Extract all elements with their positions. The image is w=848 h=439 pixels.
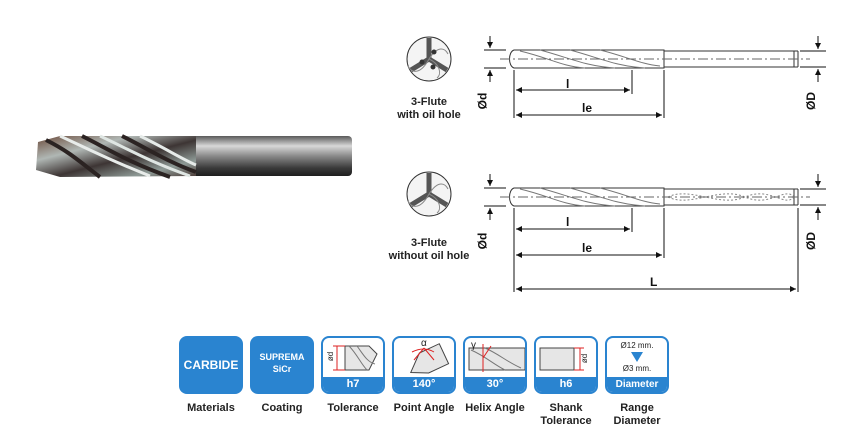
tolerance-icon: [333, 345, 378, 371]
drawing-with-oil-hole: [406, 36, 826, 118]
icon-label: ød: [326, 351, 336, 362]
range-max: Ø12 mm.: [620, 341, 654, 350]
spec-value: h7: [323, 377, 383, 392]
icon-label: γ: [471, 340, 476, 351]
drill-tip-icon: [631, 352, 643, 362]
dim-D: ØD: [804, 92, 818, 110]
dim-l: l: [566, 77, 570, 91]
spec-caption: Helix Angle: [465, 402, 525, 414]
spec-caption-line-1: Range: [620, 402, 654, 414]
icon-label: ød: [580, 353, 590, 364]
spec-caption: Shank Tolerance: [526, 402, 606, 428]
caption-line-1: 3-Flute: [410, 96, 448, 108]
caption-line-2: with oil hole: [397, 109, 461, 121]
spec-caption-line-1: Shank: [549, 402, 583, 414]
caption-without-oil-hole: 3-Flute without oil hole: [378, 237, 480, 263]
drawing-without-oil-hole: [406, 171, 826, 292]
spec-card-tolerance: ød h7: [321, 336, 385, 394]
spec-value-line-1: SUPREMA: [259, 352, 305, 362]
range-min: Ø3 mm.: [622, 364, 652, 373]
spec-card-point-angle: α 140°: [392, 336, 456, 394]
dim-l: l: [566, 215, 570, 229]
cross-section-without-oil-hole-icon: [406, 171, 452, 217]
dim-D: ØD: [804, 232, 818, 250]
caption-line-2: without oil hole: [388, 250, 470, 262]
caption-line-1: 3-Flute: [410, 237, 448, 249]
point-angle-icon: [410, 343, 450, 374]
spec-value: CARBIDE: [183, 358, 239, 372]
spec-card-shank-tolerance: ød h6: [534, 336, 598, 394]
spec-caption: Tolerance: [327, 402, 379, 414]
spec-value: 140°: [394, 377, 454, 392]
icon-label: α: [421, 338, 427, 349]
spec-caption-line-2: Diameter: [613, 415, 661, 427]
spec-caption: Point Angle: [393, 402, 455, 414]
dim-L: L: [650, 275, 658, 289]
dim-le: le: [582, 101, 593, 115]
spec-caption: Range Diameter: [597, 402, 677, 428]
spec-value: SUPREMA SiCr: [250, 351, 314, 375]
shank-tolerance-icon: [539, 347, 584, 371]
drill-product-photo: [36, 134, 352, 179]
spec-card-range-diameter: Ø12 mm. Ø3 mm. Diameter: [605, 336, 669, 394]
spec-caption: Coating: [261, 402, 303, 414]
dim-le: le: [582, 241, 593, 255]
spec-value: 30°: [465, 377, 525, 392]
helix-angle-icon: [468, 344, 525, 372]
spec-value: Diameter: [607, 377, 667, 392]
dim-d: Ød: [475, 232, 490, 250]
cross-section-with-oil-hole-icon: [406, 36, 452, 82]
dim-d: Ød: [475, 92, 490, 110]
spec-card-helix-angle: γ 30°: [463, 336, 527, 394]
spec-caption: Materials: [187, 402, 235, 414]
spec-value: h6: [536, 377, 596, 392]
caption-with-oil-hole: 3-Flute with oil hole: [383, 96, 475, 122]
spec-card-coating: SUPREMA SiCr: [250, 336, 314, 394]
spec-caption-line-2: Tolerance: [540, 415, 592, 427]
spec-card-materials: CARBIDE: [179, 336, 243, 394]
spec-value-line-2: SiCr: [272, 364, 292, 374]
